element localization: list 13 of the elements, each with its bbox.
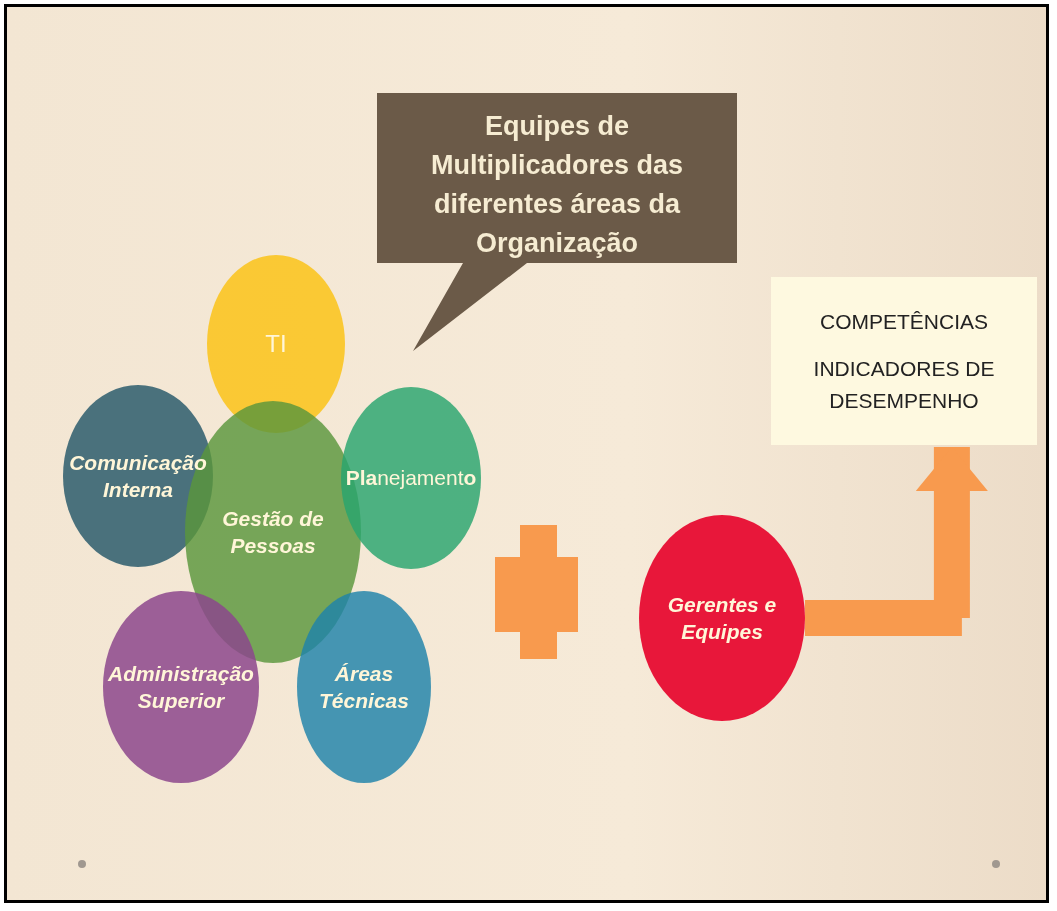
- circle-label: Gerentes e Equipes: [666, 591, 778, 645]
- bent-arrow: [805, 447, 988, 636]
- callout-text: Equipes de Multiplicadores das diferentes áreas da Organização: [429, 110, 685, 261]
- box-text: COMPETÊNCIAS: [820, 308, 988, 335]
- circle-label: Administração Superior: [108, 660, 254, 714]
- circle-label: Planejamento: [345, 465, 477, 492]
- box-text: INDICADORES DE DESEMPENHO: [812, 356, 996, 414]
- circle-label: TI: [265, 329, 287, 360]
- speech-bubble: [377, 93, 737, 351]
- text-box: [771, 277, 1037, 445]
- circle-label: Áreas Técnicas: [318, 660, 410, 714]
- circle-label: Comunicação Interna: [69, 449, 207, 503]
- circle-label: Gestão de Pessoas: [221, 505, 325, 559]
